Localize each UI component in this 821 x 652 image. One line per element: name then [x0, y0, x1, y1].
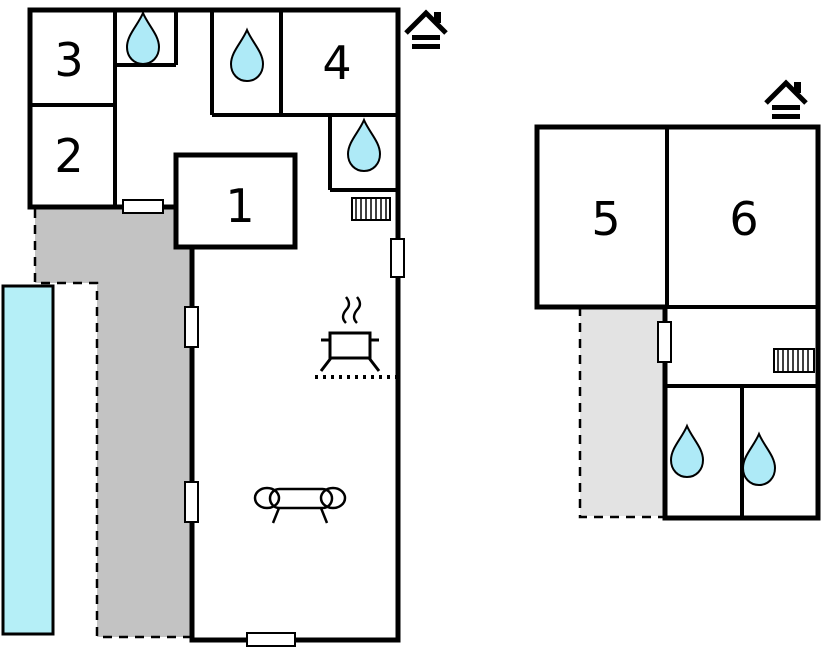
sofa-icon: [253, 486, 347, 524]
pool: [1, 284, 55, 636]
upper-floor-plan: 5 6: [534, 79, 821, 521]
window-marker: [184, 481, 199, 523]
water-drop-icon: [669, 423, 705, 479]
terrace-upper-floor: [580, 309, 663, 516]
ground-floor-plan: 3 2 4 1: [1, 7, 448, 647]
room-2-label: 2: [54, 129, 83, 183]
window-marker: [390, 238, 405, 278]
terrace-dashed-border: [33, 209, 190, 639]
house-chimney-icon: [404, 9, 448, 49]
room-5-label: 5: [591, 192, 620, 246]
room-6-label: 6: [729, 192, 758, 246]
water-drop-icon: [741, 431, 777, 487]
window-marker: [184, 306, 199, 348]
room-1-walls: [173, 152, 298, 250]
window-marker: [657, 321, 672, 363]
water-drop-icon: [346, 117, 382, 173]
radiator-icon: [351, 197, 391, 221]
outer-wall: [534, 124, 821, 521]
terrace-ground-floor: [35, 209, 190, 637]
water-drop-icon: [229, 27, 265, 83]
room-4-label: 4: [322, 36, 351, 90]
room-3-label: 3: [54, 33, 83, 87]
house-chimney-icon: [764, 79, 808, 119]
terrace-dashed-border: [578, 307, 665, 519]
water-drop-icon: [125, 10, 161, 66]
room-1-label: 1: [225, 179, 254, 233]
radiator-icon: [773, 348, 815, 373]
window-marker: [246, 632, 296, 647]
stove-icon: [319, 296, 381, 372]
window-marker: [122, 199, 164, 214]
